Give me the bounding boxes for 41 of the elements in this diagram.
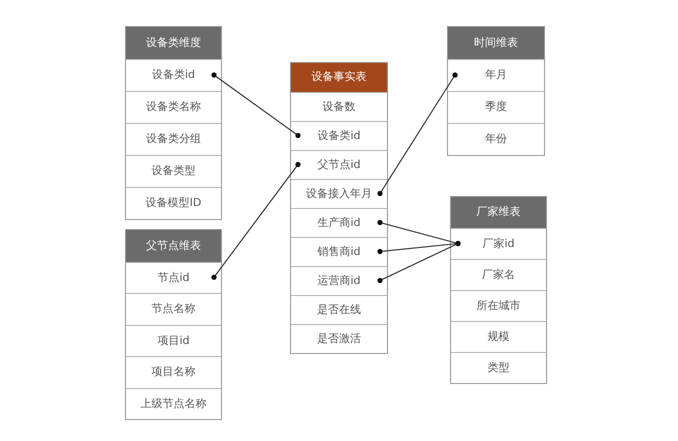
table-row: 销售商id [291,237,387,266]
table [125,26,222,220]
table-row: 项目名称 [126,356,221,388]
connector-line [377,72,458,196]
table-row: 节点名称 [126,293,221,324]
table-row: 是否激活 [291,324,387,353]
table-row: 年月 [448,59,544,91]
table-header: 设备类维度 [126,27,221,59]
table-header: 父节点维表 [126,230,221,262]
connector-line [211,72,301,138]
table-header: 设备事实表 [291,63,387,92]
connector-line [377,240,461,284]
table-row: 厂家id [451,228,546,259]
table-row: 设备数 [291,92,387,121]
table-row: 所在城市 [451,290,546,321]
table-row: 厂家名 [451,259,546,290]
table-row: 设备类分组 [126,123,221,155]
table-row: 季度 [448,91,544,123]
table [125,229,222,420]
connector-line [211,162,301,280]
table-row: 设备类id [126,59,221,91]
table-row: 上级节点名称 [126,388,221,419]
table-header: 厂家维表 [451,197,546,228]
table-row: 规模 [451,321,546,352]
table-row: 设备模型ID [126,187,221,219]
table [290,62,388,354]
table-row: 父节点id [291,150,387,179]
table-header: 时间维表 [448,27,544,59]
table-row: 运营商id [291,266,387,295]
table-row: 生产商id [291,208,387,237]
table-row: 设备类型 [126,155,221,187]
table-row: 节点id [126,262,221,293]
table-row: 年份 [448,123,544,155]
table-row: 类型 [451,352,546,383]
table [450,196,547,384]
table-row: 是否在线 [291,295,387,324]
table-row: 项目id [126,324,221,356]
table [447,26,545,156]
table-row: 设备类名称 [126,91,221,123]
table-row: 设备类id [291,121,387,150]
table-row: 设备接入年月 [291,179,387,208]
